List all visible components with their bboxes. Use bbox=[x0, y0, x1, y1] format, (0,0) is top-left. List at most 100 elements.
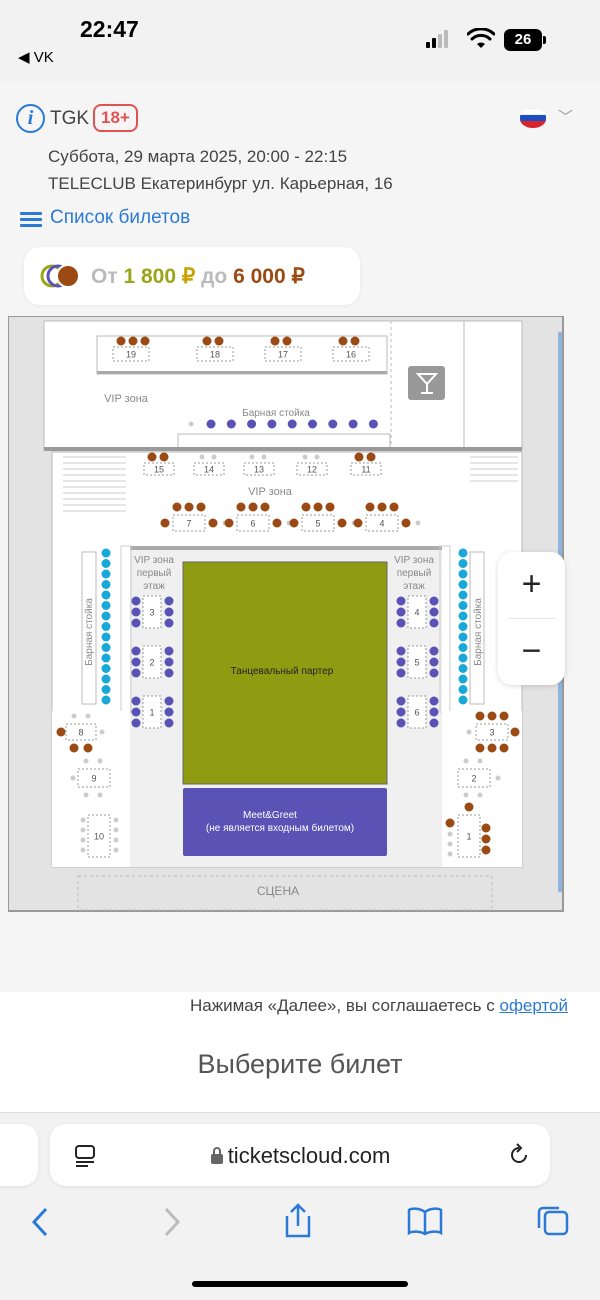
seat[interactable] bbox=[188, 421, 194, 427]
seat[interactable] bbox=[97, 758, 103, 764]
chevron-down-icon[interactable]: ﹀ bbox=[558, 109, 574, 126]
seat[interactable] bbox=[85, 713, 91, 719]
seat[interactable] bbox=[116, 336, 126, 346]
seat[interactable] bbox=[131, 707, 141, 717]
seat[interactable] bbox=[101, 653, 111, 663]
seat[interactable] bbox=[172, 502, 182, 512]
seat[interactable] bbox=[83, 792, 89, 798]
table[interactable] bbox=[87, 814, 111, 858]
seat[interactable] bbox=[368, 419, 378, 429]
tabs-icon[interactable] bbox=[535, 1204, 571, 1238]
table-number[interactable]: 2 bbox=[471, 774, 476, 784]
seat[interactable] bbox=[396, 707, 406, 717]
seat[interactable] bbox=[337, 518, 347, 528]
seat[interactable] bbox=[350, 336, 360, 346]
seat[interactable] bbox=[463, 792, 469, 798]
seat[interactable] bbox=[113, 847, 119, 853]
seat[interactable] bbox=[164, 646, 174, 656]
table-number[interactable]: 3 bbox=[149, 608, 154, 618]
seat[interactable] bbox=[396, 718, 406, 728]
seat[interactable] bbox=[458, 569, 468, 579]
seat[interactable] bbox=[396, 668, 406, 678]
table-number[interactable]: 5 bbox=[414, 658, 419, 668]
seat[interactable] bbox=[199, 454, 205, 460]
seat[interactable] bbox=[164, 718, 174, 728]
seat[interactable] bbox=[214, 336, 224, 346]
seat[interactable] bbox=[396, 607, 406, 617]
table-number[interactable]: 12 bbox=[307, 465, 317, 475]
table-number[interactable]: 1 bbox=[149, 708, 154, 718]
seat[interactable] bbox=[445, 818, 455, 828]
seat[interactable] bbox=[365, 502, 375, 512]
seat[interactable] bbox=[354, 452, 364, 462]
seat[interactable] bbox=[226, 419, 236, 429]
seat[interactable] bbox=[83, 743, 93, 753]
table[interactable] bbox=[112, 346, 150, 362]
seat[interactable] bbox=[131, 657, 141, 667]
seat[interactable] bbox=[429, 618, 439, 628]
table-number[interactable]: 6 bbox=[414, 708, 419, 718]
seat[interactable] bbox=[164, 696, 174, 706]
address-bar[interactable] bbox=[50, 1124, 550, 1186]
table-number[interactable]: 4 bbox=[414, 608, 419, 618]
seat[interactable] bbox=[131, 668, 141, 678]
seat[interactable] bbox=[429, 596, 439, 606]
seat[interactable] bbox=[429, 668, 439, 678]
seat[interactable] bbox=[131, 607, 141, 617]
offer-link[interactable]: офертой bbox=[499, 996, 569, 1015]
seat[interactable] bbox=[396, 657, 406, 667]
seat[interactable] bbox=[211, 454, 217, 460]
seat[interactable] bbox=[401, 518, 411, 528]
reader-icon[interactable] bbox=[74, 1144, 96, 1168]
seat[interactable] bbox=[101, 569, 111, 579]
seat[interactable] bbox=[208, 518, 218, 528]
seat[interactable] bbox=[80, 817, 86, 823]
seat[interactable] bbox=[487, 743, 497, 753]
table[interactable] bbox=[143, 462, 175, 476]
info-icon[interactable]: i bbox=[16, 104, 45, 133]
table-number[interactable]: 7 bbox=[186, 519, 191, 529]
seat[interactable] bbox=[164, 596, 174, 606]
seat[interactable] bbox=[101, 674, 111, 684]
seat[interactable] bbox=[101, 559, 111, 568]
seat[interactable] bbox=[447, 851, 453, 857]
seat[interactable] bbox=[128, 336, 138, 346]
seat[interactable] bbox=[481, 845, 491, 855]
seat[interactable] bbox=[475, 711, 485, 721]
table[interactable] bbox=[236, 514, 270, 532]
seat[interactable] bbox=[338, 336, 348, 346]
seat[interactable] bbox=[477, 792, 483, 798]
seat[interactable] bbox=[224, 518, 234, 528]
seat[interactable] bbox=[202, 336, 212, 346]
table-number[interactable]: 5 bbox=[315, 519, 320, 529]
seat[interactable] bbox=[458, 580, 468, 589]
seat-map[interactable]: VIP зона Барная стойка VIP зона Танцевал… bbox=[8, 316, 564, 912]
seat[interactable] bbox=[325, 502, 335, 512]
table[interactable] bbox=[172, 514, 206, 532]
seat[interactable] bbox=[164, 707, 174, 717]
seat[interactable] bbox=[101, 695, 111, 705]
seat[interactable] bbox=[458, 622, 468, 631]
seat[interactable] bbox=[510, 727, 520, 737]
seat[interactable] bbox=[301, 502, 311, 512]
table-number[interactable]: 14 bbox=[204, 465, 214, 475]
seat[interactable] bbox=[261, 454, 267, 460]
seat[interactable] bbox=[101, 611, 111, 621]
table-number[interactable]: 4 bbox=[379, 519, 384, 529]
table-number[interactable]: 10 bbox=[94, 832, 104, 842]
seat[interactable] bbox=[481, 823, 491, 833]
seat[interactable] bbox=[101, 643, 111, 652]
table[interactable] bbox=[301, 514, 335, 532]
seat[interactable] bbox=[458, 590, 468, 600]
seat[interactable] bbox=[101, 685, 111, 694]
table[interactable] bbox=[142, 595, 162, 629]
seat[interactable] bbox=[458, 643, 468, 652]
seat[interactable] bbox=[101, 622, 111, 631]
seat[interactable] bbox=[308, 419, 317, 429]
seat[interactable] bbox=[101, 548, 111, 558]
seat[interactable] bbox=[113, 837, 119, 843]
seat[interactable] bbox=[267, 419, 277, 429]
seat[interactable] bbox=[429, 707, 439, 717]
table-number[interactable]: 15 bbox=[154, 465, 164, 475]
seat[interactable] bbox=[147, 452, 157, 462]
